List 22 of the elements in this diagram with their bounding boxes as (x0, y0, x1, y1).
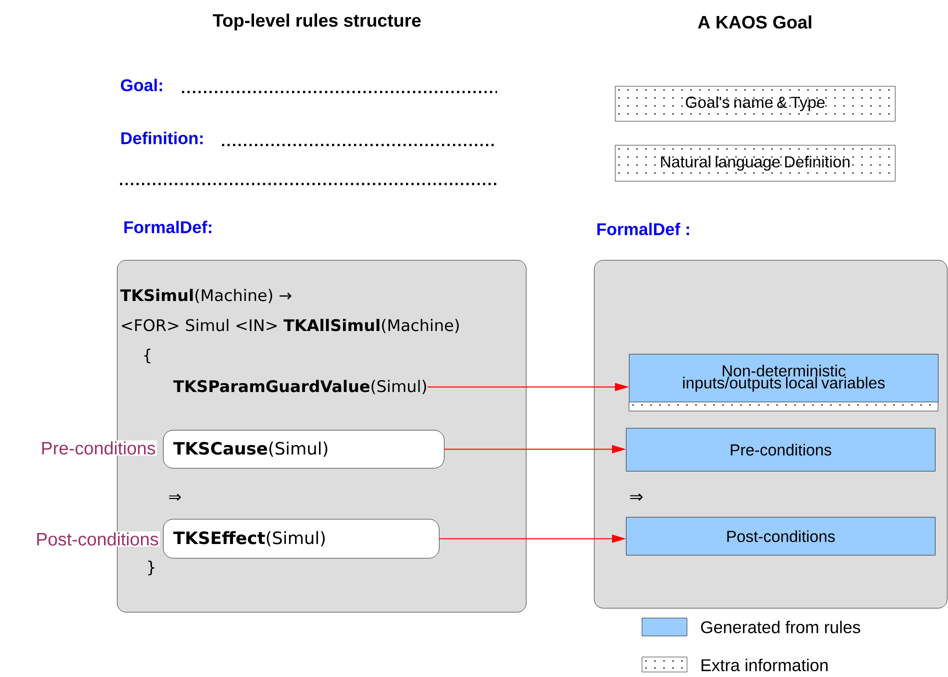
generated-box: Post-conditions (626, 517, 936, 556)
implies-symbol: ⇒ (169, 494, 181, 501)
brace: { (144, 348, 150, 364)
field-label: FormalDef : (597, 222, 689, 236)
code-line: TKSParamGuardValue(Simul) (173, 380, 426, 394)
implies-symbol: ⇒ (630, 494, 643, 501)
heading: A KAOS Goal (698, 15, 812, 29)
brace: } (148, 560, 154, 576)
side-label: Post-conditions (34, 531, 160, 547)
field-label: FormalDef: (124, 220, 212, 234)
code-line: <FOR> Simul <IN> TKAllSimul(Machine) (122, 318, 459, 334)
legend-label: Extra information (702, 658, 828, 672)
dotted-box: Goal's name & Type (615, 86, 896, 122)
side-label: Pre-conditions (40, 440, 157, 456)
generated-box: Pre-conditions (626, 428, 936, 472)
generated-box: Non-deterministic inputs/outputs local variables (628, 354, 938, 412)
field-label: Definition: (121, 132, 203, 144)
field-label: Goal: (120, 78, 162, 92)
dotted-box: Natural language Definition (615, 145, 896, 182)
code-line: TKSimul(Machine) → (120, 288, 292, 304)
legend-label: Generated from rules (701, 620, 860, 634)
heading: Top-level rules structure (212, 14, 421, 30)
